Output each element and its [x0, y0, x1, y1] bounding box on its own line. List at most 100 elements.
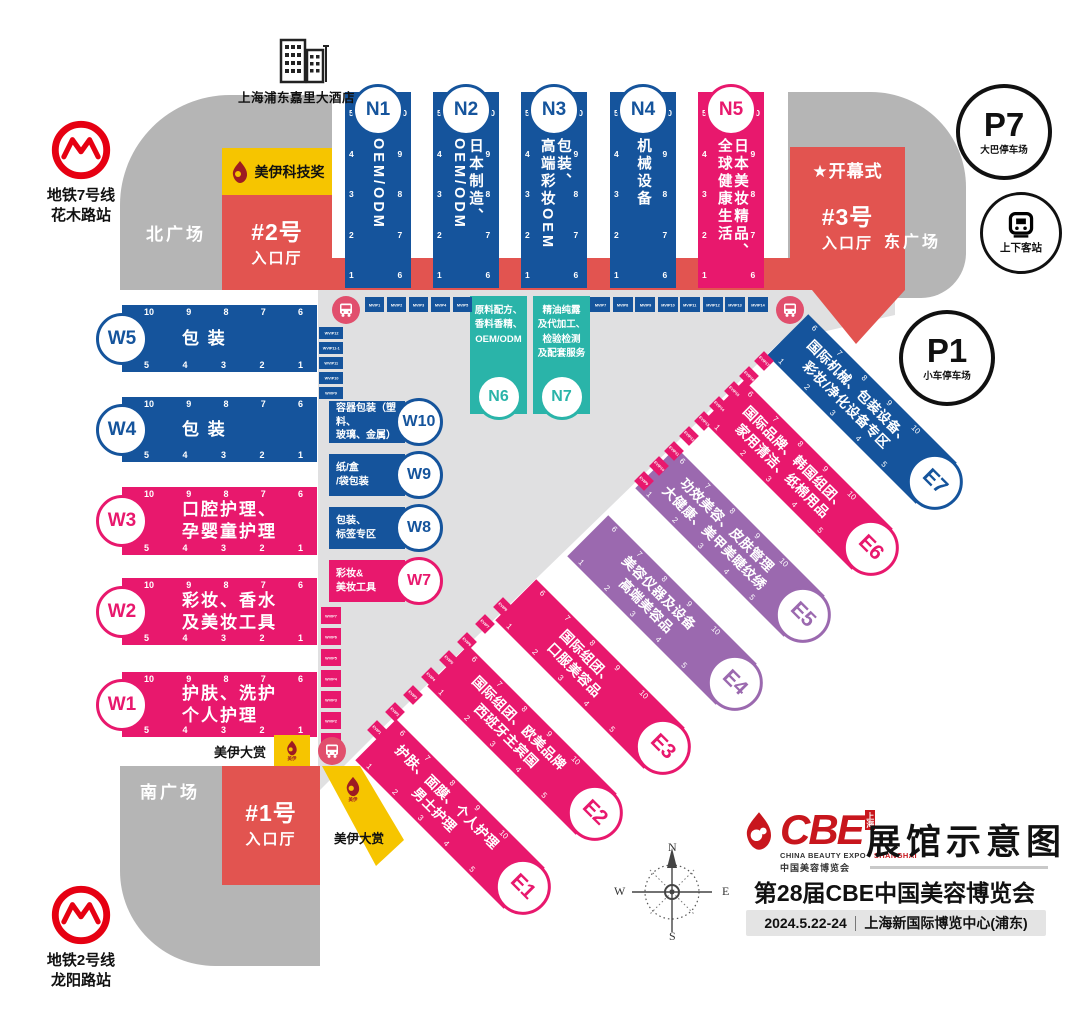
gate-number: 1 — [297, 450, 303, 460]
award-diagonal-shape — [322, 766, 404, 866]
vip-chip-label: WVIP6 — [325, 634, 337, 639]
vip-chip-WVIP4: WVIP4 — [321, 670, 341, 687]
gate-number: 5 — [349, 108, 354, 118]
hall-label-line: 机械设备 — [635, 138, 651, 208]
compass-n-label: N — [668, 840, 677, 854]
hall-W3-label: 口腔护理、孕婴童护理 — [182, 499, 277, 543]
gate-number: 2 — [349, 229, 354, 240]
hall-label-line: 玻璃、金属） — [336, 429, 396, 441]
vip-chip-label: WVIP4 — [325, 676, 337, 681]
vip-chip-label: MVIP10 — [660, 302, 675, 307]
hall-W8-label: 包装、标签专区 — [336, 515, 376, 542]
shanghai-metro-icon — [51, 120, 111, 180]
gate-number: 1 — [702, 270, 707, 280]
meiyi-flame-icon — [346, 776, 360, 797]
hall-label-line: 精油纯露 — [542, 305, 581, 316]
bus-stop-icon — [1008, 211, 1034, 238]
tech-award-label: 美伊科技奖 — [254, 163, 325, 180]
hall-badge-N5: N5 — [705, 84, 757, 136]
gate-number: 2 — [525, 229, 530, 240]
gate-number: 5 — [525, 108, 530, 118]
vip-chip-WVIP9: WVIP9 — [319, 387, 343, 399]
vip-chip-label: EVIP14 — [712, 399, 726, 413]
hall-label-line: 彩妆、香水 — [182, 590, 277, 610]
parking-p1: P1 小车停车场 — [899, 310, 995, 406]
hall-label-line: 个人护理 — [182, 705, 258, 725]
shuttle-bus-icon — [332, 296, 360, 324]
gate-number: 1 — [349, 270, 354, 280]
hotel-marker: 上海浦东嘉里大酒店 — [238, 36, 355, 106]
pickup-dropoff-station: 上下客站 — [980, 192, 1062, 274]
meiyi-brand-label: 美伊 — [348, 796, 358, 802]
gate-number: 8 — [750, 189, 756, 199]
meiyi-flame-icon — [232, 160, 247, 183]
entrance3-funnel-shape — [812, 290, 905, 344]
p7-code: P7 — [983, 106, 1025, 143]
entrance-hall-2-number: #2号 — [251, 219, 303, 245]
vip-chip-MVIP9: MVIP9 — [635, 297, 655, 312]
gate-number: 2 — [702, 229, 707, 240]
vip-chip-MVIP13: MVIP13 — [725, 297, 745, 312]
gate-number: 7 — [260, 307, 266, 317]
hall-label-line: 口腔护理、 — [182, 499, 277, 519]
cbe-logo: CBE 上海 CHINA BEAUTY EXPO - SHANGHAI 中国美容… — [742, 809, 1052, 874]
gate-number: 7 — [573, 229, 579, 240]
north-plaza-label: 北广场 — [146, 225, 206, 244]
gate-number: 5 — [144, 725, 150, 735]
vip-chip-WVIP7: WVIP7 — [321, 607, 341, 624]
vip-chip-label: WVIP5 — [325, 655, 337, 660]
hall-label-line: 及配套服务 — [537, 347, 586, 359]
gate-number: 6 — [573, 270, 579, 280]
hall-label-line: OEM/ODM — [370, 138, 386, 230]
metro-line2-station: 地铁2号线 龙阳路站 — [26, 885, 136, 992]
gate-number: 3 — [220, 725, 226, 735]
vip-chip-WVIP10: WVIP10 — [319, 372, 343, 384]
gate-number: 10 — [144, 399, 155, 409]
map-title: 展馆示意图 — [866, 823, 1067, 862]
gate-number: 5 — [144, 633, 150, 643]
hall-badge-W5: W5 — [96, 312, 148, 365]
hall-label-line: 包 装 — [182, 419, 227, 439]
gate-number: 1 — [297, 360, 303, 370]
gate-number: 4 — [525, 148, 530, 159]
vip-chip-label: WVIP11 — [324, 360, 338, 366]
entrance-hall-1-label: 入口厅 — [245, 831, 297, 848]
hall-label-line: /袋包装 — [336, 476, 369, 487]
compass-w-label: W — [614, 884, 626, 898]
vip-chip-label: WVIP7 — [325, 613, 337, 618]
gate-number: 9 — [186, 399, 192, 409]
hotel-buildings-icon — [279, 38, 329, 84]
gate-number: 2 — [259, 450, 265, 460]
gate-number: 4 — [182, 450, 188, 460]
hall-W10: 容器包装（塑料、玻璃、金属）W10 — [329, 398, 443, 446]
gate-number: 5 — [702, 108, 707, 118]
entrance-hall-1: #1号 入口厅 — [222, 766, 320, 885]
gate-number: 3 — [525, 189, 530, 199]
pickup-label: 上下客站 — [1000, 241, 1042, 254]
gate-number: 2 — [259, 360, 265, 370]
gate-number: 6 — [297, 307, 303, 317]
vip-chip-label: EVIP9 — [638, 475, 650, 487]
entrance-hall-1-number: #1号 — [245, 800, 297, 826]
hall-badge-N6: N6 — [475, 374, 522, 420]
date-venue-pill: 2024.5.22-24 上海新国际博览中心(浦东) — [746, 910, 1046, 936]
gate-number: 3 — [702, 189, 707, 199]
gate-number: 10 — [144, 489, 155, 499]
vip-chip-label: MVIP12 — [705, 302, 720, 307]
gate-number: 2 — [614, 229, 619, 240]
gate-number: 4 — [182, 360, 188, 370]
vip-chip-label: EVIP16 — [742, 369, 756, 383]
